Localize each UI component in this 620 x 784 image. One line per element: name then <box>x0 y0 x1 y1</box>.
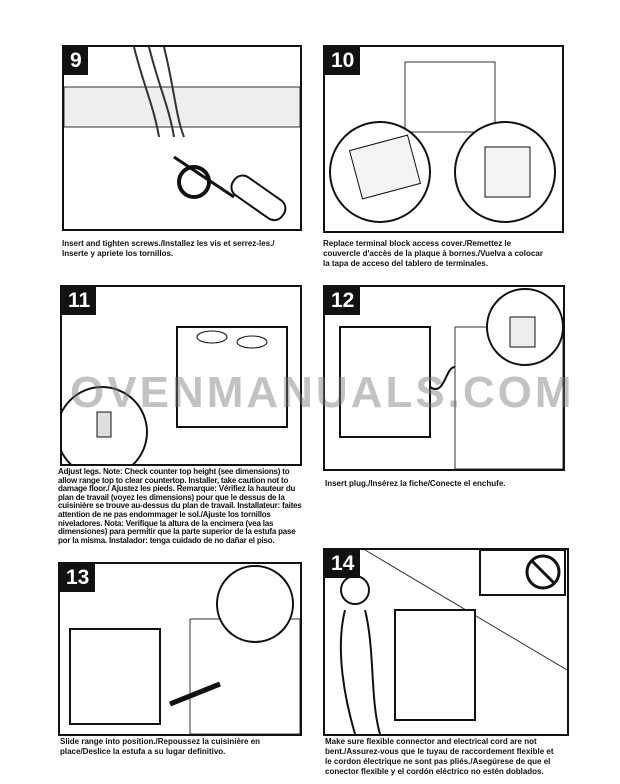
step-14-illustration: 14 <box>323 548 569 736</box>
step-11-illustration: 11 <box>60 285 302 466</box>
step-9-caption: Insert and tighten screws./Installez les… <box>62 239 275 258</box>
step-13-caption: Slide range into position./Repoussez la … <box>60 737 261 756</box>
step-10-caption: Replace terminal block access cover./Rem… <box>323 239 543 268</box>
step-13-illustration: 13 <box>58 562 302 736</box>
step-number: 9 <box>64 47 88 75</box>
step-number: 12 <box>325 287 361 315</box>
access-cover-illustration <box>329 61 556 223</box>
screwdriver-illustration <box>64 47 300 222</box>
slide-range-illustration <box>69 565 300 734</box>
step-9-illustration: 9 <box>62 45 302 231</box>
step-10-illustration: 10 <box>323 45 564 233</box>
step-12-illustration: 12 <box>323 285 565 471</box>
step-number: 14 <box>325 550 361 578</box>
adjust-legs-illustration <box>62 326 288 464</box>
step-12-caption: Insert plug./Insérez la fiche/Conecte el… <box>325 479 506 488</box>
step-number: 11 <box>62 287 97 315</box>
step-number: 10 <box>325 47 361 75</box>
insert-plug-illustration <box>339 288 563 469</box>
step-number: 13 <box>60 564 96 592</box>
check-connector-illustration <box>339 550 567 734</box>
step-11-caption: Adjust legs. Note: Check counter top hei… <box>58 467 302 545</box>
watermark: OVENMANUALS.COM <box>70 368 575 417</box>
step-14-caption: Make sure flexible connector and electri… <box>325 737 554 776</box>
